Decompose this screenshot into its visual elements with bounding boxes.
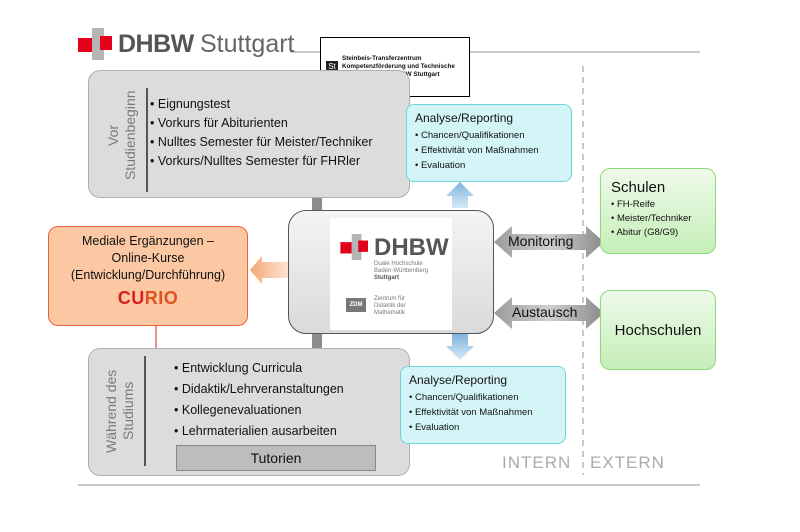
schulen-item: Abitur (G8/G9) <box>611 226 715 240</box>
waehrend-item: Kollegenevaluationen <box>174 400 404 421</box>
intern-label: INTERN <box>502 453 572 472</box>
waehrend-item: Entwicklung Curricula <box>174 358 404 379</box>
center-logo-sub: Baden-Württemberg <box>374 268 429 274</box>
center-dhbw-logo-icon <box>340 234 368 260</box>
stem-bottom <box>312 334 322 348</box>
curio-label: CURIO <box>117 288 179 308</box>
analyse-bottom-title: Analyse/Reporting <box>409 373 508 387</box>
center-logo-sub: Stuttgart <box>374 275 399 281</box>
arrow-austausch <box>494 297 604 329</box>
analyse-top-box: Analyse/Reporting Chancen/Qualifikatione… <box>406 104 572 182</box>
center-logo-text: DHBW <box>374 234 449 261</box>
zdm-badge: ZDM <box>346 298 366 312</box>
medial-line: Online-Kurse <box>111 251 185 265</box>
zdm-text: Mathematik <box>374 310 406 316</box>
arrow-monitoring <box>494 226 604 258</box>
zdm-text: Zentrum für <box>374 296 406 302</box>
hochschulen-box: Hochschulen <box>600 290 716 370</box>
analyse-top-item: Effektivität von Maßnahmen <box>415 143 563 158</box>
waehrend-separator <box>144 356 146 466</box>
schulen-box: Schulen FH-Reife Meister/Techniker Abitu… <box>600 168 716 254</box>
analyse-bottom-item: Effektivität von Maßnahmen <box>409 405 557 420</box>
analyse-top-item: Chancen/Qualifikationen <box>415 128 563 143</box>
analyse-bottom-item: Evaluation <box>409 420 557 435</box>
vor-item: Nulltes Semester für Meister/Techniker <box>150 133 410 152</box>
analyse-bottom-box: Analyse/Reporting Chancen/Qualifikatione… <box>400 366 566 444</box>
analyse-top-item: Evaluation <box>415 158 563 173</box>
analyse-top-title: Analyse/Reporting <box>415 111 514 125</box>
waehrend-item: Lehrmaterialien ausarbeiten <box>174 421 404 442</box>
vor-separator <box>146 88 148 192</box>
tutorien-box: Tutorien <box>176 445 376 471</box>
arrow-to-analyse-bottom <box>446 334 474 360</box>
waehrend-list: Entwicklung Curricula Didaktik/Lehrveran… <box>174 358 404 442</box>
stem-top <box>312 196 322 210</box>
extern-label: EXTERN <box>590 453 665 472</box>
waehrend-item: Didaktik/Lehrveranstaltungen <box>174 379 404 400</box>
header-city: Stuttgart <box>200 30 295 58</box>
vor-item: Vorkurs für Abiturienten <box>150 114 410 133</box>
waehrend-studium-label: Während des Studiums <box>103 369 136 453</box>
header-logo-text: DHBW <box>118 30 194 58</box>
arrow-to-analyse-top <box>446 182 474 208</box>
vor-list: Eignungstest Vorkurs für Abiturienten Nu… <box>150 95 410 171</box>
monitoring-label: Monitoring <box>508 233 574 249</box>
schulen-title: Schulen <box>611 179 666 196</box>
dhbw-logo-icon <box>78 28 112 60</box>
medial-line: Mediale Ergänzungen – <box>81 234 215 248</box>
vor-studienbeginn-label: Vor Studienbeginn <box>105 90 138 180</box>
austausch-label: Austausch <box>512 304 578 320</box>
center-logo-card: DHBW Duale Hochschule Baden-Württemberg … <box>330 218 452 330</box>
vor-item: Vorkurs/Nulltes Semester für FHRler <box>150 152 410 171</box>
vor-item: Eignungstest <box>150 95 410 114</box>
analyse-bottom-item: Chancen/Qualifikationen <box>409 390 557 405</box>
hochschulen-title: Hochschulen <box>614 321 702 339</box>
center-logo-sub: Duale Hochschule <box>374 261 423 267</box>
medial-box: Mediale Ergänzungen – Online-Kurse (Entw… <box>48 226 248 326</box>
arrow-to-medial <box>250 256 288 284</box>
zdm-text: Didaktik der <box>374 303 406 309</box>
medial-line: (Entwicklung/Durchführung) <box>70 268 226 282</box>
schulen-item: FH-Reife <box>611 198 715 212</box>
schulen-item: Meister/Techniker <box>611 212 715 226</box>
